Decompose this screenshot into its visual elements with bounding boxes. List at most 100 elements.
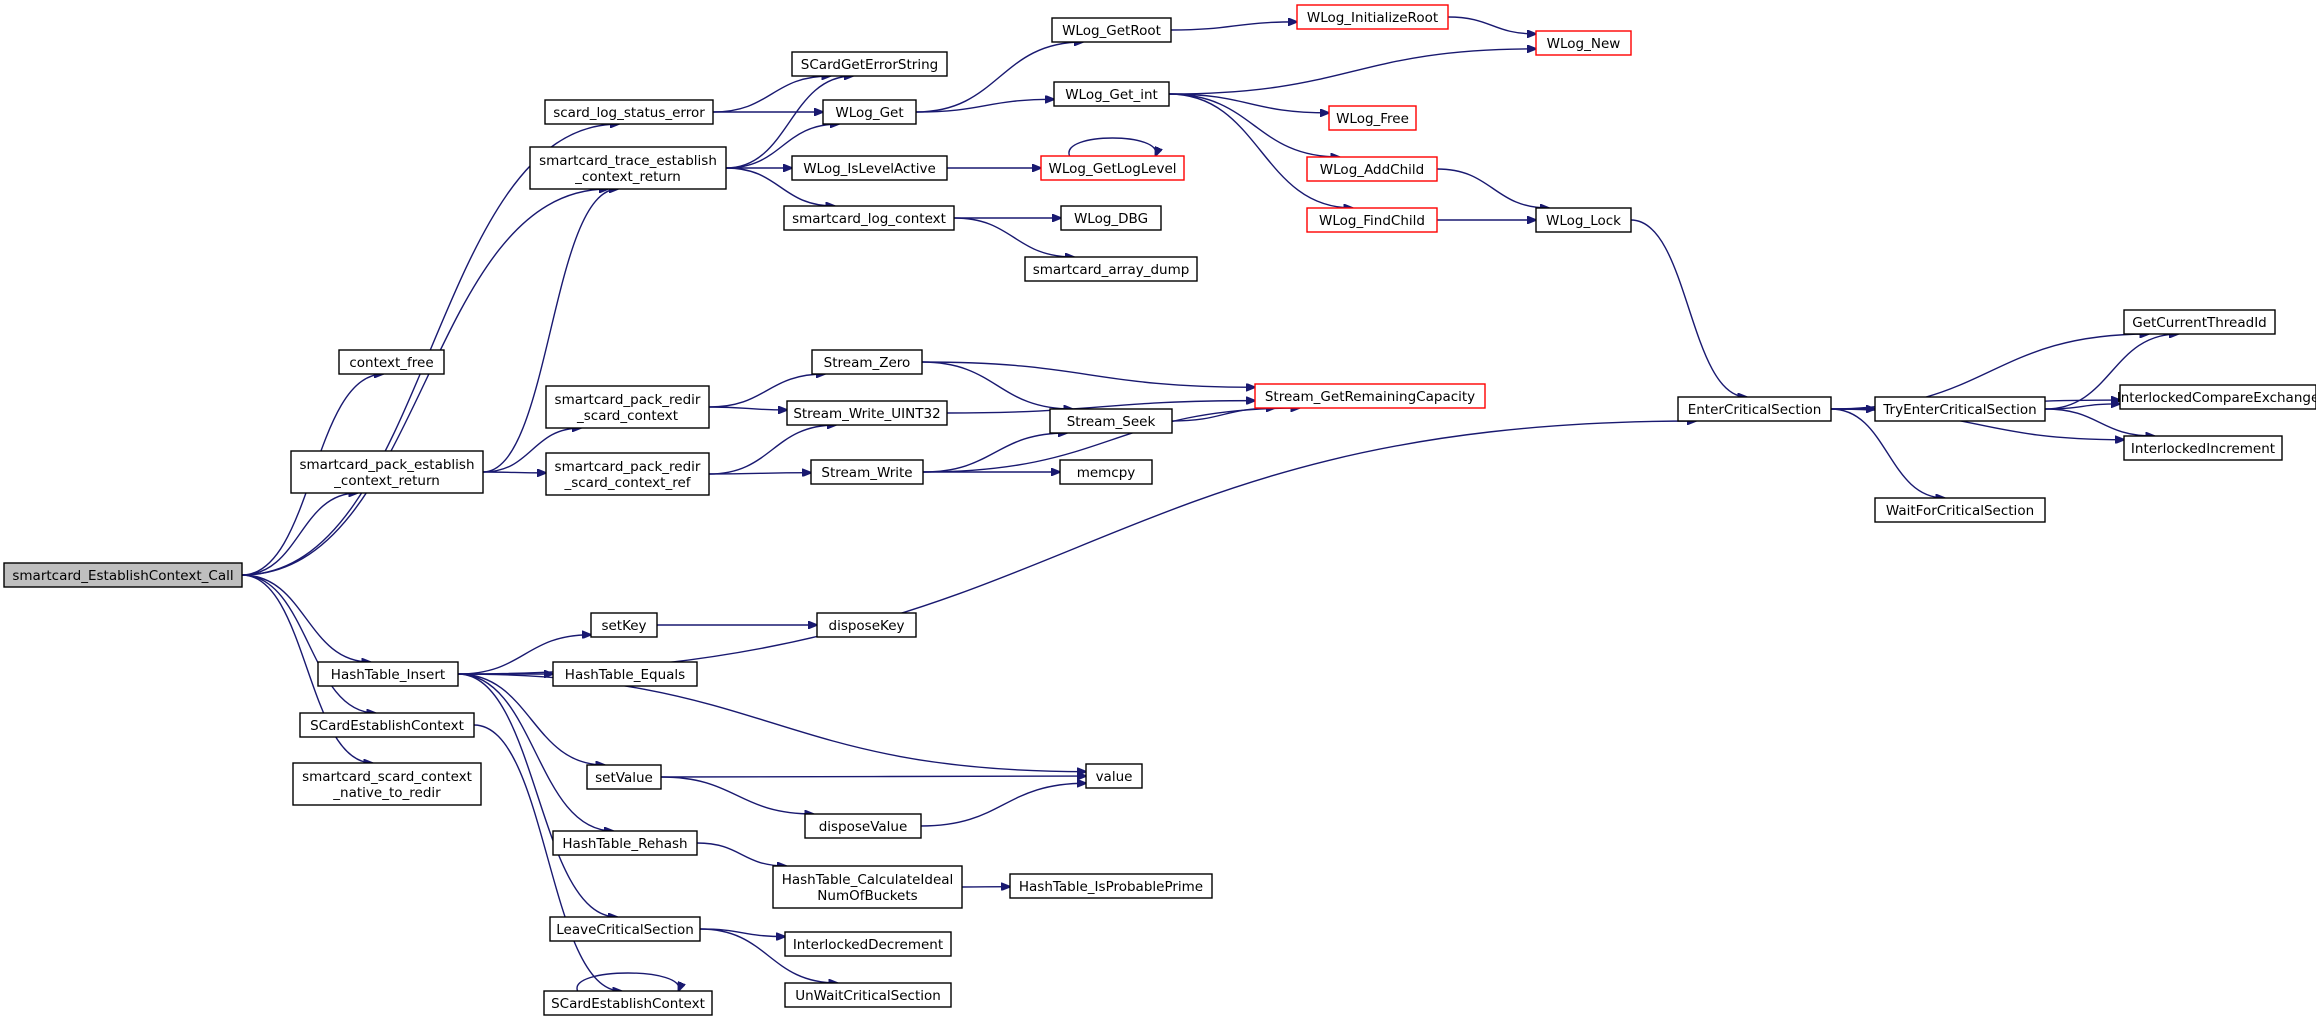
node-box [786, 400, 948, 426]
node-label: SCardEstablishContext [310, 718, 464, 734]
node-box [552, 661, 698, 687]
node-box [586, 764, 662, 790]
node-box [1328, 105, 1417, 131]
node-box [1296, 4, 1449, 30]
node-context_free[interactable]: context_free [338, 349, 445, 375]
node-UnWaitCriticalSection[interactable]: UnWaitCriticalSection [784, 982, 952, 1008]
node-WLog_Get[interactable]: WLog_Get [822, 99, 917, 125]
edge-smartcard_pack_redir_ctx-to-Stream_Write_UINT32 [708, 407, 787, 410]
node-setKey[interactable]: setKey [590, 612, 658, 638]
node-box [545, 452, 710, 496]
node-disposeValue[interactable]: disposeValue [804, 813, 922, 839]
node-label: Stream_Zero [824, 355, 911, 371]
node-SCardGetErrorString[interactable]: SCardGetErrorString [791, 51, 948, 77]
node-label: disposeValue [819, 819, 908, 835]
node-GetCurrentThreadId[interactable]: GetCurrentThreadId [2123, 309, 2276, 335]
edge-HashTable_Insert-to-HashTable_Rehash [457, 673, 613, 831]
node-scard_log_status_error[interactable]: scard_log_status_error [544, 99, 714, 125]
node-box [822, 99, 917, 125]
node-box [529, 146, 727, 190]
node-HashTable_Insert[interactable]: HashTable_Insert [317, 661, 459, 687]
edge-WLog_InitializeRoot-to-WLog_New [1447, 16, 1536, 34]
node-label: _scard_context [576, 408, 678, 424]
node-label: GetCurrentThreadId [2132, 315, 2267, 331]
node-disposeKey[interactable]: disposeKey [816, 612, 917, 638]
node-HashTable_Equals[interactable]: HashTable_Equals [552, 661, 698, 687]
node-WLog_Free[interactable]: WLog_Free [1328, 105, 1417, 131]
node-box [1535, 207, 1632, 233]
edge-HashTable_Rehash-to-HashTable_CalculateIdeal [696, 842, 786, 866]
node-label: HashTable_CalculateIdeal [782, 872, 954, 888]
node-TryEnterCriticalSection[interactable]: TryEnterCriticalSection [1874, 396, 2046, 422]
edge-smartcard_pack_redir_ref-to-Stream_Write [708, 473, 811, 474]
node-label: EnterCriticalSection [1688, 402, 1822, 418]
node-EnterCriticalSection[interactable]: EnterCriticalSection [1677, 396, 1832, 422]
node-WaitForCriticalSection[interactable]: WaitForCriticalSection [1874, 497, 2046, 523]
node-root[interactable]: smartcard_EstablishContext_Call [3, 562, 243, 588]
node-value[interactable]: value [1085, 763, 1143, 789]
node-SCardEstablishContext1[interactable]: SCardEstablishContext [299, 712, 475, 738]
edge-LeaveCriticalSection-to-UnWaitCriticalSection [699, 928, 837, 983]
node-box [791, 51, 948, 77]
node-smartcard_trace[interactable]: smartcard_trace_establish_context_return [529, 146, 727, 190]
node-box [772, 865, 963, 909]
node-label: value [1096, 769, 1133, 785]
node-HashTable_Rehash[interactable]: HashTable_Rehash [552, 830, 698, 856]
node-WLog_InitializeRoot[interactable]: WLog_InitializeRoot [1296, 4, 1449, 30]
edge-Stream_Write_UINT32-to-Stream_GetRemainingCapacity [946, 401, 1255, 414]
node-WLog_DBG[interactable]: WLog_DBG [1060, 205, 1162, 231]
node-box [3, 562, 243, 588]
node-label: WLog_New [1547, 36, 1621, 52]
node-box [816, 612, 917, 638]
node-smartcard_log_context[interactable]: smartcard_log_context [783, 205, 955, 231]
node-InterlockedCompareExchange[interactable]: InterlockedCompareExchange [2117, 384, 2316, 410]
node-Stream_Zero[interactable]: Stream_Zero [811, 349, 923, 375]
node-Stream_GetRemainingCapacity[interactable]: Stream_GetRemainingCapacity [1254, 383, 1486, 409]
node-box [545, 385, 710, 429]
node-box [791, 155, 948, 181]
node-Stream_Write[interactable]: Stream_Write [810, 459, 924, 485]
node-WLog_GetLogLevel[interactable]: WLog_GetLogLevel [1040, 155, 1185, 181]
node-HashTable_IsProbablePrime[interactable]: HashTable_IsProbablePrime [1009, 873, 1213, 899]
node-label: WLog_Free [1336, 111, 1409, 127]
node-label: WLog_GetRoot [1062, 23, 1161, 39]
edge-TryEnterCriticalSection-to-InterlockedIncrement [2044, 408, 2154, 436]
node-box [1053, 81, 1170, 107]
node-WLog_GetRoot[interactable]: WLog_GetRoot [1051, 17, 1172, 43]
edge-WLog_Get_int-to-WLog_Free [1168, 93, 1329, 113]
node-label: smartcard_trace_establish [539, 153, 717, 169]
node-Stream_Write_UINT32[interactable]: Stream_Write_UINT32 [786, 400, 948, 426]
node-WLog_New[interactable]: WLog_New [1535, 30, 1632, 56]
node-box [590, 612, 658, 638]
node-Stream_Seek[interactable]: Stream_Seek [1049, 408, 1173, 434]
node-WLog_IsLevelActive[interactable]: WLog_IsLevelActive [791, 155, 948, 181]
node-smartcard_array_dump[interactable]: smartcard_array_dump [1024, 256, 1198, 282]
node-label: InterlockedCompareExchange [2117, 390, 2316, 406]
node-box [810, 459, 924, 485]
edge-Stream_Write-to-Stream_GetRemainingCapacity [922, 408, 1299, 473]
node-InterlockedDecrement[interactable]: InterlockedDecrement [784, 931, 952, 957]
node-smartcard_pack_redir_ctx[interactable]: smartcard_pack_redir_scard_context [545, 385, 710, 429]
edge-root-to-HashTable_Insert [241, 574, 370, 662]
node-WLog_Lock[interactable]: WLog_Lock [1535, 207, 1632, 233]
node-label: smartcard_log_context [792, 211, 946, 227]
edge-WLog_Get_int-to-WLog_FindChild [1168, 93, 1353, 208]
node-WLog_FindChild[interactable]: WLog_FindChild [1306, 207, 1438, 233]
node-SCardEstablishContext2[interactable]: SCardEstablishContext [543, 990, 713, 1016]
node-WLog_AddChild[interactable]: WLog_AddChild [1306, 156, 1438, 182]
node-LeaveCriticalSection[interactable]: LeaveCriticalSection [549, 916, 701, 942]
edge-smartcard_pack_redir_ref-to-Stream_Write_UINT32 [708, 425, 836, 475]
node-smartcard_pack_establish[interactable]: smartcard_pack_establish_context_return [290, 450, 484, 494]
node-InterlockedIncrement[interactable]: InterlockedIncrement [2123, 435, 2283, 461]
node-smartcard_scard_native[interactable]: smartcard_scard_context_native_to_redir [292, 762, 482, 806]
node-box [1306, 207, 1438, 233]
node-box [543, 990, 713, 1016]
node-label: WLog_FindChild [1319, 213, 1425, 229]
node-WLog_Get_int[interactable]: WLog_Get_int [1053, 81, 1170, 107]
node-memcpy[interactable]: memcpy [1059, 459, 1153, 485]
node-setValue[interactable]: setValue [586, 764, 662, 790]
node-smartcard_pack_redir_ref[interactable]: smartcard_pack_redir_scard_context_ref [545, 452, 710, 496]
edge-smartcard_trace-to-SCardGetErrorString [725, 76, 853, 169]
